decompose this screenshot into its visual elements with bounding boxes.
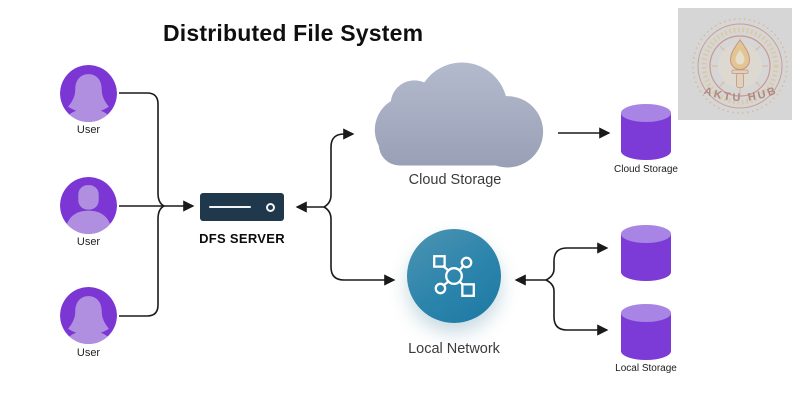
dfs-server-icon <box>200 193 284 221</box>
user-avatar-icon <box>60 177 117 234</box>
aktu-hub-logo: AKTU HUB <box>678 8 792 120</box>
connector-server-to-cloud-arrow <box>323 128 355 208</box>
server-slot <box>209 205 251 209</box>
dfs-server-label: DFS SERVER <box>199 231 285 246</box>
local-network-label: Local Network <box>408 341 500 357</box>
connector-server-to-network-arrow <box>323 206 396 286</box>
connector-user3-to-merge <box>119 205 165 317</box>
user-avatar-icon <box>60 287 117 344</box>
connector-network-to-db2-arrow <box>545 242 609 281</box>
database-icon <box>621 104 671 160</box>
user-avatar-icon <box>60 65 117 122</box>
connector-user1-to-merge <box>119 92 165 207</box>
page-title: Distributed File System <box>163 20 424 46</box>
database-icon <box>621 304 671 360</box>
aktu-hub-emblem-icon: AKTU HUB <box>692 18 788 114</box>
user-label: User <box>76 124 101 136</box>
user-label: User <box>76 347 101 359</box>
cloud-storage-db-label: Cloud Storage <box>614 164 678 175</box>
database-icon <box>621 225 671 281</box>
cloud-storage-label: Cloud Storage <box>408 172 502 188</box>
cloud-icon <box>374 62 544 168</box>
connector-network-to-db3-arrow <box>545 279 609 336</box>
user-label: User <box>76 236 101 248</box>
network-glyph-icon <box>433 255 475 297</box>
local-storage-db-label: Local Storage <box>615 363 677 374</box>
server-power-dot <box>266 202 275 212</box>
local-network-icon <box>407 229 501 323</box>
